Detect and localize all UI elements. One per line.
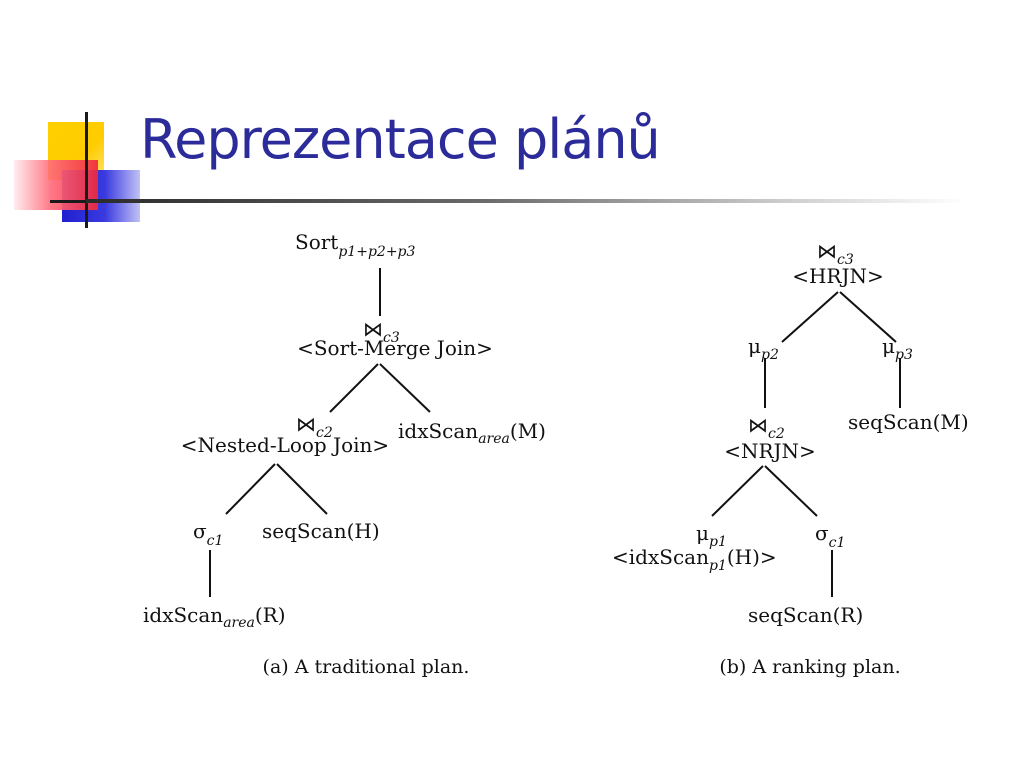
node-mu-p2: μp2: [748, 334, 779, 363]
plan-a-traditional: Sortp1+p2+p3 ⋈c3 <Sort-Merge Join> ⋈c2 <…: [143, 230, 546, 678]
node-idx-scan-r: idxScanarea(R): [143, 603, 286, 631]
node-hrjn: <HRJN>: [792, 264, 884, 288]
node-nrjn: <NRJN>: [724, 439, 816, 463]
logo-vertical-line: [85, 112, 88, 228]
edge-nlj-to-seq-h: [276, 463, 328, 515]
plan-a-caption: (a) A traditional plan.: [263, 656, 470, 678]
plan-b-ranking: ⋈c3 <HRJN> μp2 μp3 ⋈c2 <NRJN> seqScan(M)…: [612, 239, 969, 678]
node-sort-merge-join: <Sort-Merge Join>: [297, 336, 493, 360]
node-join-c3-symbol: ⋈c3: [363, 317, 400, 346]
plan-b-caption: (b) A ranking plan.: [719, 656, 900, 678]
node-join-c2-symbol-b: ⋈c2: [748, 413, 785, 442]
title-underline: [86, 199, 966, 203]
edge-smj-to-idx-m: [379, 363, 431, 413]
node-nested-loop-join: <Nested-Loop Join>: [181, 433, 389, 457]
node-join-c2-symbol: ⋈c2: [296, 412, 333, 441]
edge-hrjn-to-mu-p3: [839, 291, 897, 343]
node-join-c3-symbol-b: ⋈c3: [817, 239, 854, 268]
slide-title: Reprezentace plánů: [140, 108, 661, 171]
node-mu-p3: μp3: [882, 334, 913, 363]
node-sort: Sortp1+p2+p3: [295, 230, 416, 260]
node-seq-scan-h: seqScan(H): [262, 519, 380, 543]
node-seq-scan-m: seqScan(M): [848, 410, 969, 434]
node-sort-sub: p1+p2+p3: [338, 244, 415, 260]
edge-nrjn-to-mu-p1: [711, 465, 764, 517]
node-sort-base: Sort: [295, 230, 338, 254]
node-sigma-c1-b: σc1: [815, 521, 845, 551]
edge-nrjn-to-sigma: [764, 465, 818, 517]
node-idx-scan-m: idxScanarea(M): [398, 419, 546, 447]
node-sigma-c1: σc1: [193, 519, 223, 549]
node-mu-p1: μp1: [696, 521, 727, 550]
node-idx-scan-p1-h: <idxScanp1(H)>: [612, 545, 777, 574]
edge-nlj-to-sigma: [225, 463, 276, 515]
edge-smj-to-nlj: [329, 363, 379, 413]
node-seq-scan-r: seqScan(R): [748, 603, 863, 627]
logo-horizontal-line: [50, 200, 110, 203]
edge-hrjn-to-mu-p2: [781, 291, 839, 343]
